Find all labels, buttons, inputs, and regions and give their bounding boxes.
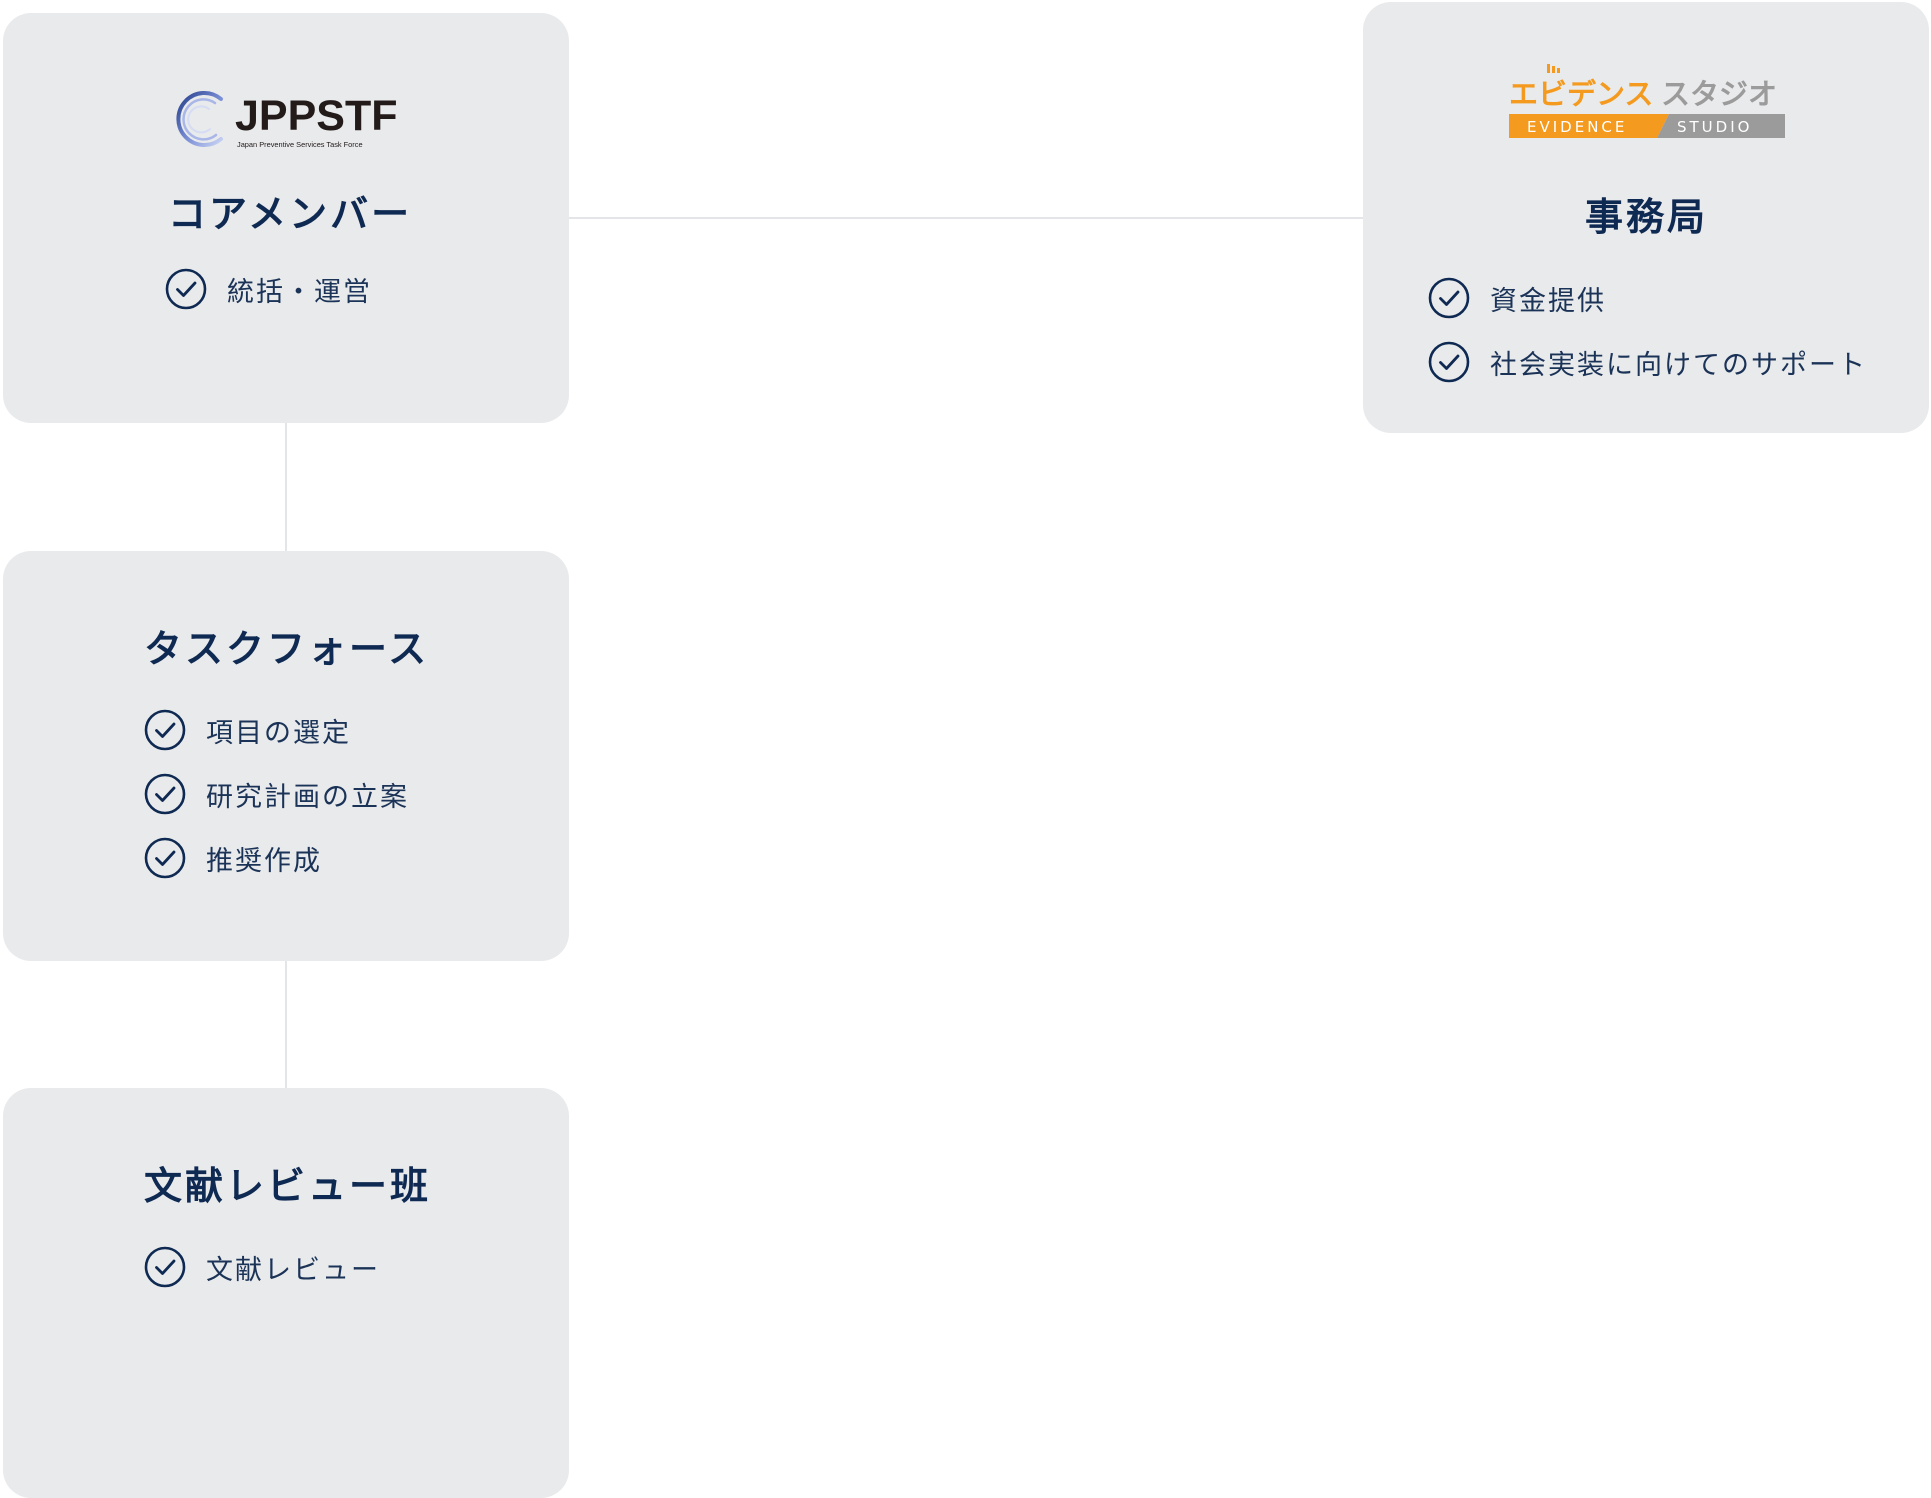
- evidence-studio-logo: エビデンス スタジオ EVIDENCE STUDIO: [1509, 62, 1785, 146]
- item-label: 推奨作成: [206, 845, 322, 877]
- item-label: 資金提供: [1490, 285, 1606, 317]
- jppstf-logo: JPPSTF Japan Preventive Services Task Fo…: [169, 85, 401, 159]
- item-label: 文献レビュー: [206, 1254, 380, 1286]
- jppstf-ring-icon: JPPSTF Japan Preventive Services Task Fo…: [176, 91, 398, 149]
- list-item: 統括・運営: [165, 267, 372, 311]
- list-item: 項目の選定: [144, 708, 351, 752]
- logo-jp-part2: スタジオ: [1661, 77, 1777, 111]
- card-title: コアメンバー: [168, 192, 413, 236]
- check-circle-icon: [144, 1246, 186, 1288]
- item-label: 統括・運営: [227, 276, 372, 308]
- item-label: 研究計画の立案: [206, 781, 409, 813]
- item-label: 社会実装に向けてのサポート: [1490, 349, 1867, 381]
- list-item: 研究計画の立案: [144, 772, 409, 816]
- literature-review-card: 文献レビュー班 文献レビュー: [3, 1088, 569, 1498]
- card-title: 事務局: [1585, 195, 1709, 239]
- secretariat-card: エビデンス スタジオ EVIDENCE STUDIO 事務局 資金提供 社会実装…: [1363, 2, 1929, 433]
- card-title: 文献レビュー班: [144, 1164, 432, 1208]
- list-item: 社会実装に向けてのサポート: [1428, 340, 1867, 384]
- evidence-studio-icon: エビデンス スタジオ EVIDENCE STUDIO: [1509, 64, 1785, 138]
- connector-core-secretariat: [568, 217, 1365, 219]
- list-item: 資金提供: [1428, 276, 1606, 320]
- list-item: 文献レビュー: [144, 1245, 380, 1289]
- connector-core-taskforce: [285, 422, 287, 552]
- list-item: 推奨作成: [144, 836, 322, 880]
- jppstf-tagline: Japan Preventive Services Task Force: [237, 140, 363, 149]
- item-label: 項目の選定: [206, 717, 351, 749]
- check-circle-icon: [1428, 277, 1470, 319]
- check-circle-icon: [144, 773, 186, 815]
- check-circle-icon: [1428, 341, 1470, 383]
- check-circle-icon: [165, 268, 207, 310]
- logo-jp-part1: エビデンス: [1509, 77, 1653, 111]
- logo-en-part2: STUDIO: [1677, 118, 1752, 136]
- connector-taskforce-review: [285, 960, 287, 1090]
- check-circle-icon: [144, 709, 186, 751]
- core-member-card: JPPSTF Japan Preventive Services Task Fo…: [3, 13, 569, 423]
- logo-en-part1: EVIDENCE: [1527, 118, 1627, 136]
- check-circle-icon: [144, 837, 186, 879]
- jppstf-wordmark: JPPSTF: [235, 92, 398, 140]
- task-force-card: タスクフォース 項目の選定 研究計画の立案 推奨作成: [3, 551, 569, 961]
- card-title: タスクフォース: [144, 627, 430, 671]
